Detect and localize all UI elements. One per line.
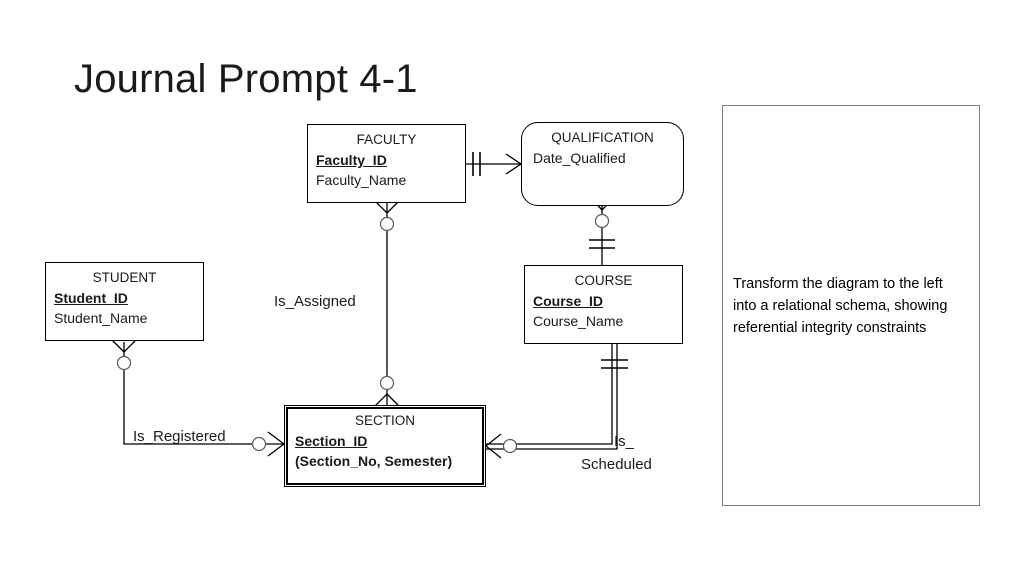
entity-section-name: SECTION	[354, 413, 415, 428]
entity-student-attr-pk: Student_ID	[54, 290, 128, 306]
entity-qualification-name: QUALIFICATION	[551, 130, 654, 145]
entity-student[interactable]: STUDENT Student_ID Student_Name	[45, 262, 204, 341]
entity-faculty-name: FACULTY	[356, 132, 417, 147]
entity-section-attr-pk: Section_ID	[295, 433, 368, 449]
entity-course[interactable]: COURSE Course_ID Course_Name	[524, 265, 683, 344]
entity-qualification-attr-date: Date_Qualified	[533, 150, 626, 166]
relationship-label-is-scheduled-line1: Is_	[614, 433, 635, 450]
entity-qualification[interactable]: QUALIFICATION Date_Qualified	[521, 122, 684, 206]
relationship-label-is-scheduled-line2: Scheduled	[581, 456, 652, 473]
entity-course-name: COURSE	[574, 273, 633, 288]
relationship-label-is-assigned: Is_Assigned	[274, 293, 356, 310]
entity-faculty[interactable]: FACULTY Faculty_ID Faculty_Name	[307, 124, 466, 203]
relationship-label-is-registered: Is_Registered	[133, 428, 226, 445]
entity-faculty-attr-name: Faculty_Name	[316, 172, 407, 188]
entity-section[interactable]: SECTION Section_ID (Section_No, Semester…	[284, 405, 486, 487]
page-title: Journal Prompt 4-1	[74, 57, 418, 101]
entity-section-attr-partial-key: (Section_No, Semester)	[295, 453, 453, 469]
entity-student-name: STUDENT	[92, 270, 157, 285]
entity-student-attr-name: Student_Name	[54, 310, 148, 326]
entity-faculty-attr-pk: Faculty_ID	[316, 152, 387, 168]
instruction-panel: Transform the diagram to the left into a…	[722, 105, 980, 506]
entity-course-attr-name: Course_Name	[533, 313, 624, 329]
instruction-text: Transform the diagram to the left into a…	[733, 275, 948, 336]
entity-course-attr-pk: Course_ID	[533, 293, 604, 309]
